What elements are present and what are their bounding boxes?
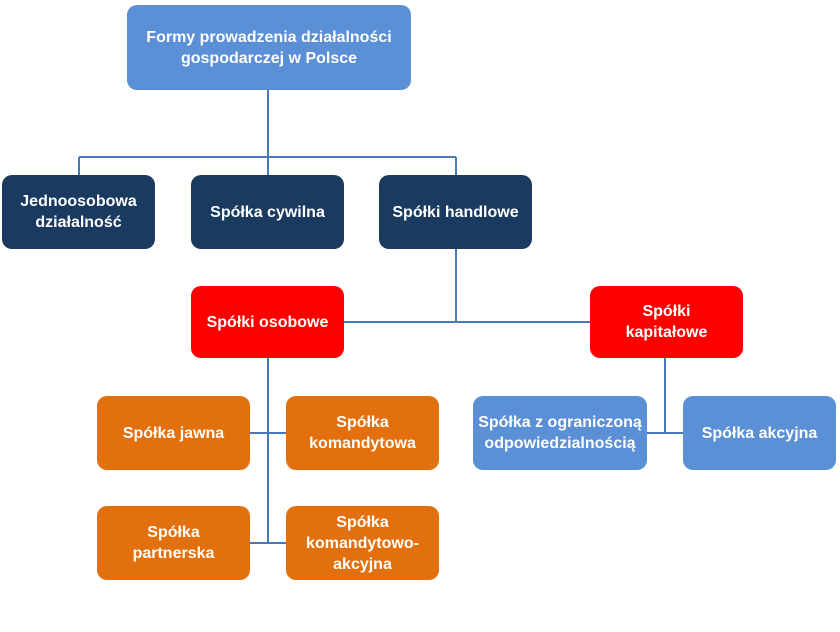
- node-root-label: Formy prowadzenia działalności gospodarc…: [146, 28, 392, 67]
- node-root: Formy prowadzenia działalności gospodarc…: [127, 5, 411, 90]
- node-komandytowo-akcyjna-label: Spółka komandytowo-akcyjna: [306, 513, 419, 573]
- node-spolka-jawna: Spółka jawna: [97, 396, 250, 470]
- node-spolka-akcyjna: Spółka akcyjna: [683, 396, 836, 470]
- node-spolki-kapitalowe: Spółki kapitałowe: [590, 286, 743, 358]
- node-kapitalowe-label: Spółki kapitałowe: [625, 303, 708, 341]
- node-partnerska-label: Spółka partnerska: [132, 524, 215, 562]
- node-spolki-handlowe: Spółki handlowe: [379, 175, 532, 249]
- node-spolki-osobowe: Spółki osobowe: [191, 286, 344, 358]
- node-spolka-zoo: Spółka z ograniczoną odpowiedzialnością: [473, 396, 647, 470]
- node-spolka-komandytowo-akcyjna: Spółka komandytowo-akcyjna: [286, 506, 439, 580]
- node-spolka-partnerska: Spółka partnerska: [97, 506, 250, 580]
- node-jednoosobowa-label: Jednoosobowa działalność: [20, 193, 137, 231]
- node-osobowe-label: Spółki osobowe: [206, 313, 329, 331]
- node-handlowe-label: Spółki handlowe: [392, 203, 519, 221]
- node-cywilna-label: Spółka cywilna: [210, 203, 325, 221]
- node-jednoosobowa-dzialalnosc: Jednoosobowa działalność: [2, 175, 155, 249]
- node-jawna-label: Spółka jawna: [122, 424, 225, 442]
- node-spolka-komandytowa: Spółka komandytowa: [286, 396, 439, 470]
- node-komandytowa-label: Spółka komandytowa: [309, 414, 416, 452]
- node-akcyjna-label: Spółka akcyjna: [701, 424, 818, 442]
- node-zoo-label: Spółka z ograniczoną odpowiedzialnością: [478, 414, 642, 452]
- node-spolka-cywilna: Spółka cywilna: [191, 175, 344, 249]
